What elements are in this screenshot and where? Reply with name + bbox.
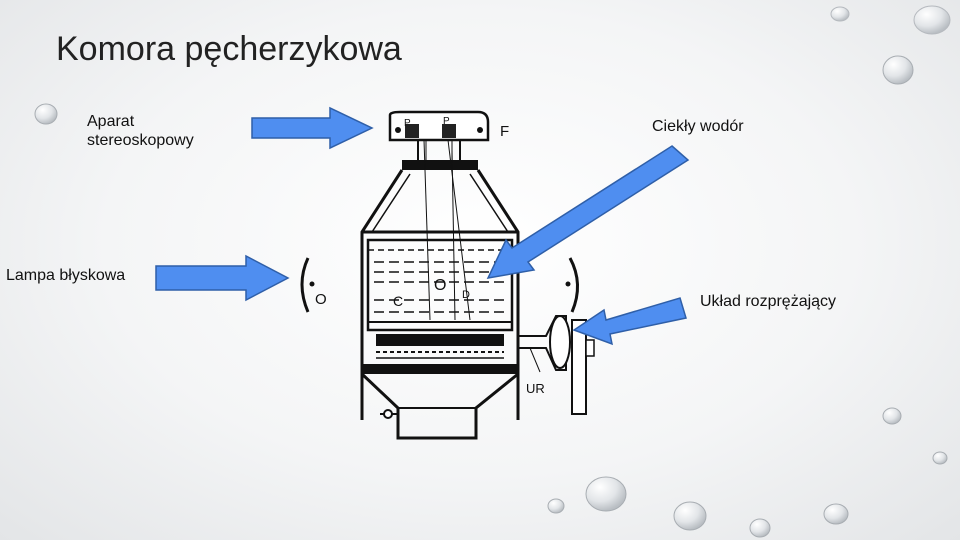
letter-ur: UR — [526, 381, 545, 396]
arrow-uklad — [572, 297, 687, 346]
letter-d: D — [462, 289, 470, 301]
slide-title: Komora pęcherzykowa — [56, 30, 402, 68]
label-lampa-blyskowa: Lampa błyskowa — [6, 267, 126, 284]
arrow-lampa — [155, 254, 290, 302]
letter-p2: P — [443, 116, 450, 127]
label-ciekly-wodor: Ciekły wodór — [652, 118, 744, 135]
arrow-ciekly — [486, 145, 690, 279]
label-uklad-rozprezajacy: Układ rozprężający — [700, 293, 837, 310]
arrow-aparat — [251, 106, 374, 150]
letter-c: C — [393, 293, 403, 309]
conical-housing — [360, 169, 520, 420]
letter-p1: P — [404, 118, 411, 129]
water-droplet-icon — [34, 5, 951, 538]
letter-o: O — [315, 291, 327, 308]
letter-o-chamber: O — [434, 277, 446, 294]
letter-f: F — [500, 123, 509, 140]
label-aparat-stereoskopowy: Aparat stereoskopowy — [87, 113, 194, 149]
